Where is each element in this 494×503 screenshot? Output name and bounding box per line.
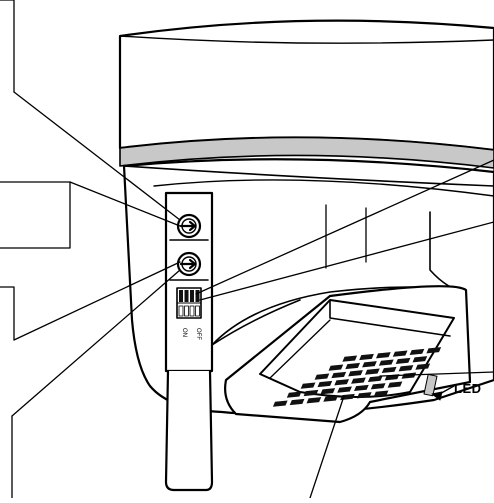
dome-cap <box>118 19 494 152</box>
led-arrow-head <box>431 391 443 401</box>
led-indicator <box>423 373 438 397</box>
dip-switch <box>176 287 202 319</box>
lens-tray <box>224 285 472 424</box>
potentiometer-top <box>176 213 202 239</box>
led-label: LED <box>454 381 482 396</box>
potentiometer-bottom <box>176 251 202 277</box>
dip-on-label: ON <box>181 328 187 337</box>
pull-tab <box>164 369 214 492</box>
detector-grid <box>272 347 442 407</box>
dip-off-label: OFF <box>195 328 201 340</box>
dome-band <box>119 136 494 169</box>
